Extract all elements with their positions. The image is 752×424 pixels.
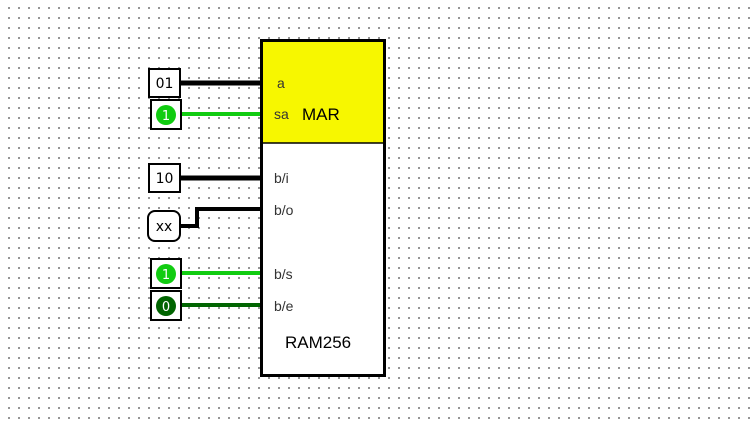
input-sa-value: 1 — [162, 109, 170, 124]
output-bo: xx — [147, 210, 181, 242]
input-bi-value: 10 — [156, 171, 174, 187]
input-bs-value: 1 — [162, 268, 170, 283]
input-a-value: 01 — [156, 76, 174, 92]
input-bi[interactable]: 10 — [148, 163, 181, 193]
mar-section — [263, 42, 383, 143]
input-bs[interactable]: 1 — [150, 258, 182, 289]
mar-title: MAR — [302, 105, 340, 124]
input-be[interactable]: 0 — [150, 290, 182, 321]
pin-label-bs: b/s — [274, 266, 293, 282]
input-sa[interactable]: 1 — [150, 99, 182, 130]
input-bs-led — [156, 264, 176, 284]
pin-label-a: a — [277, 75, 285, 91]
pin-label-sa: sa — [274, 106, 289, 122]
wire-bo — [180, 207, 262, 228]
input-a[interactable]: 01 — [148, 68, 181, 98]
pin-label-be: b/e — [274, 298, 294, 314]
output-bo-value: xx — [156, 219, 173, 235]
pin-label-bi: b/i — [274, 170, 289, 186]
input-be-value: 0 — [162, 300, 170, 315]
pin-label-bo: b/o — [274, 202, 294, 218]
component-name: RAM256 — [285, 333, 351, 352]
input-sa-led — [156, 105, 176, 125]
input-be-led — [156, 296, 176, 316]
